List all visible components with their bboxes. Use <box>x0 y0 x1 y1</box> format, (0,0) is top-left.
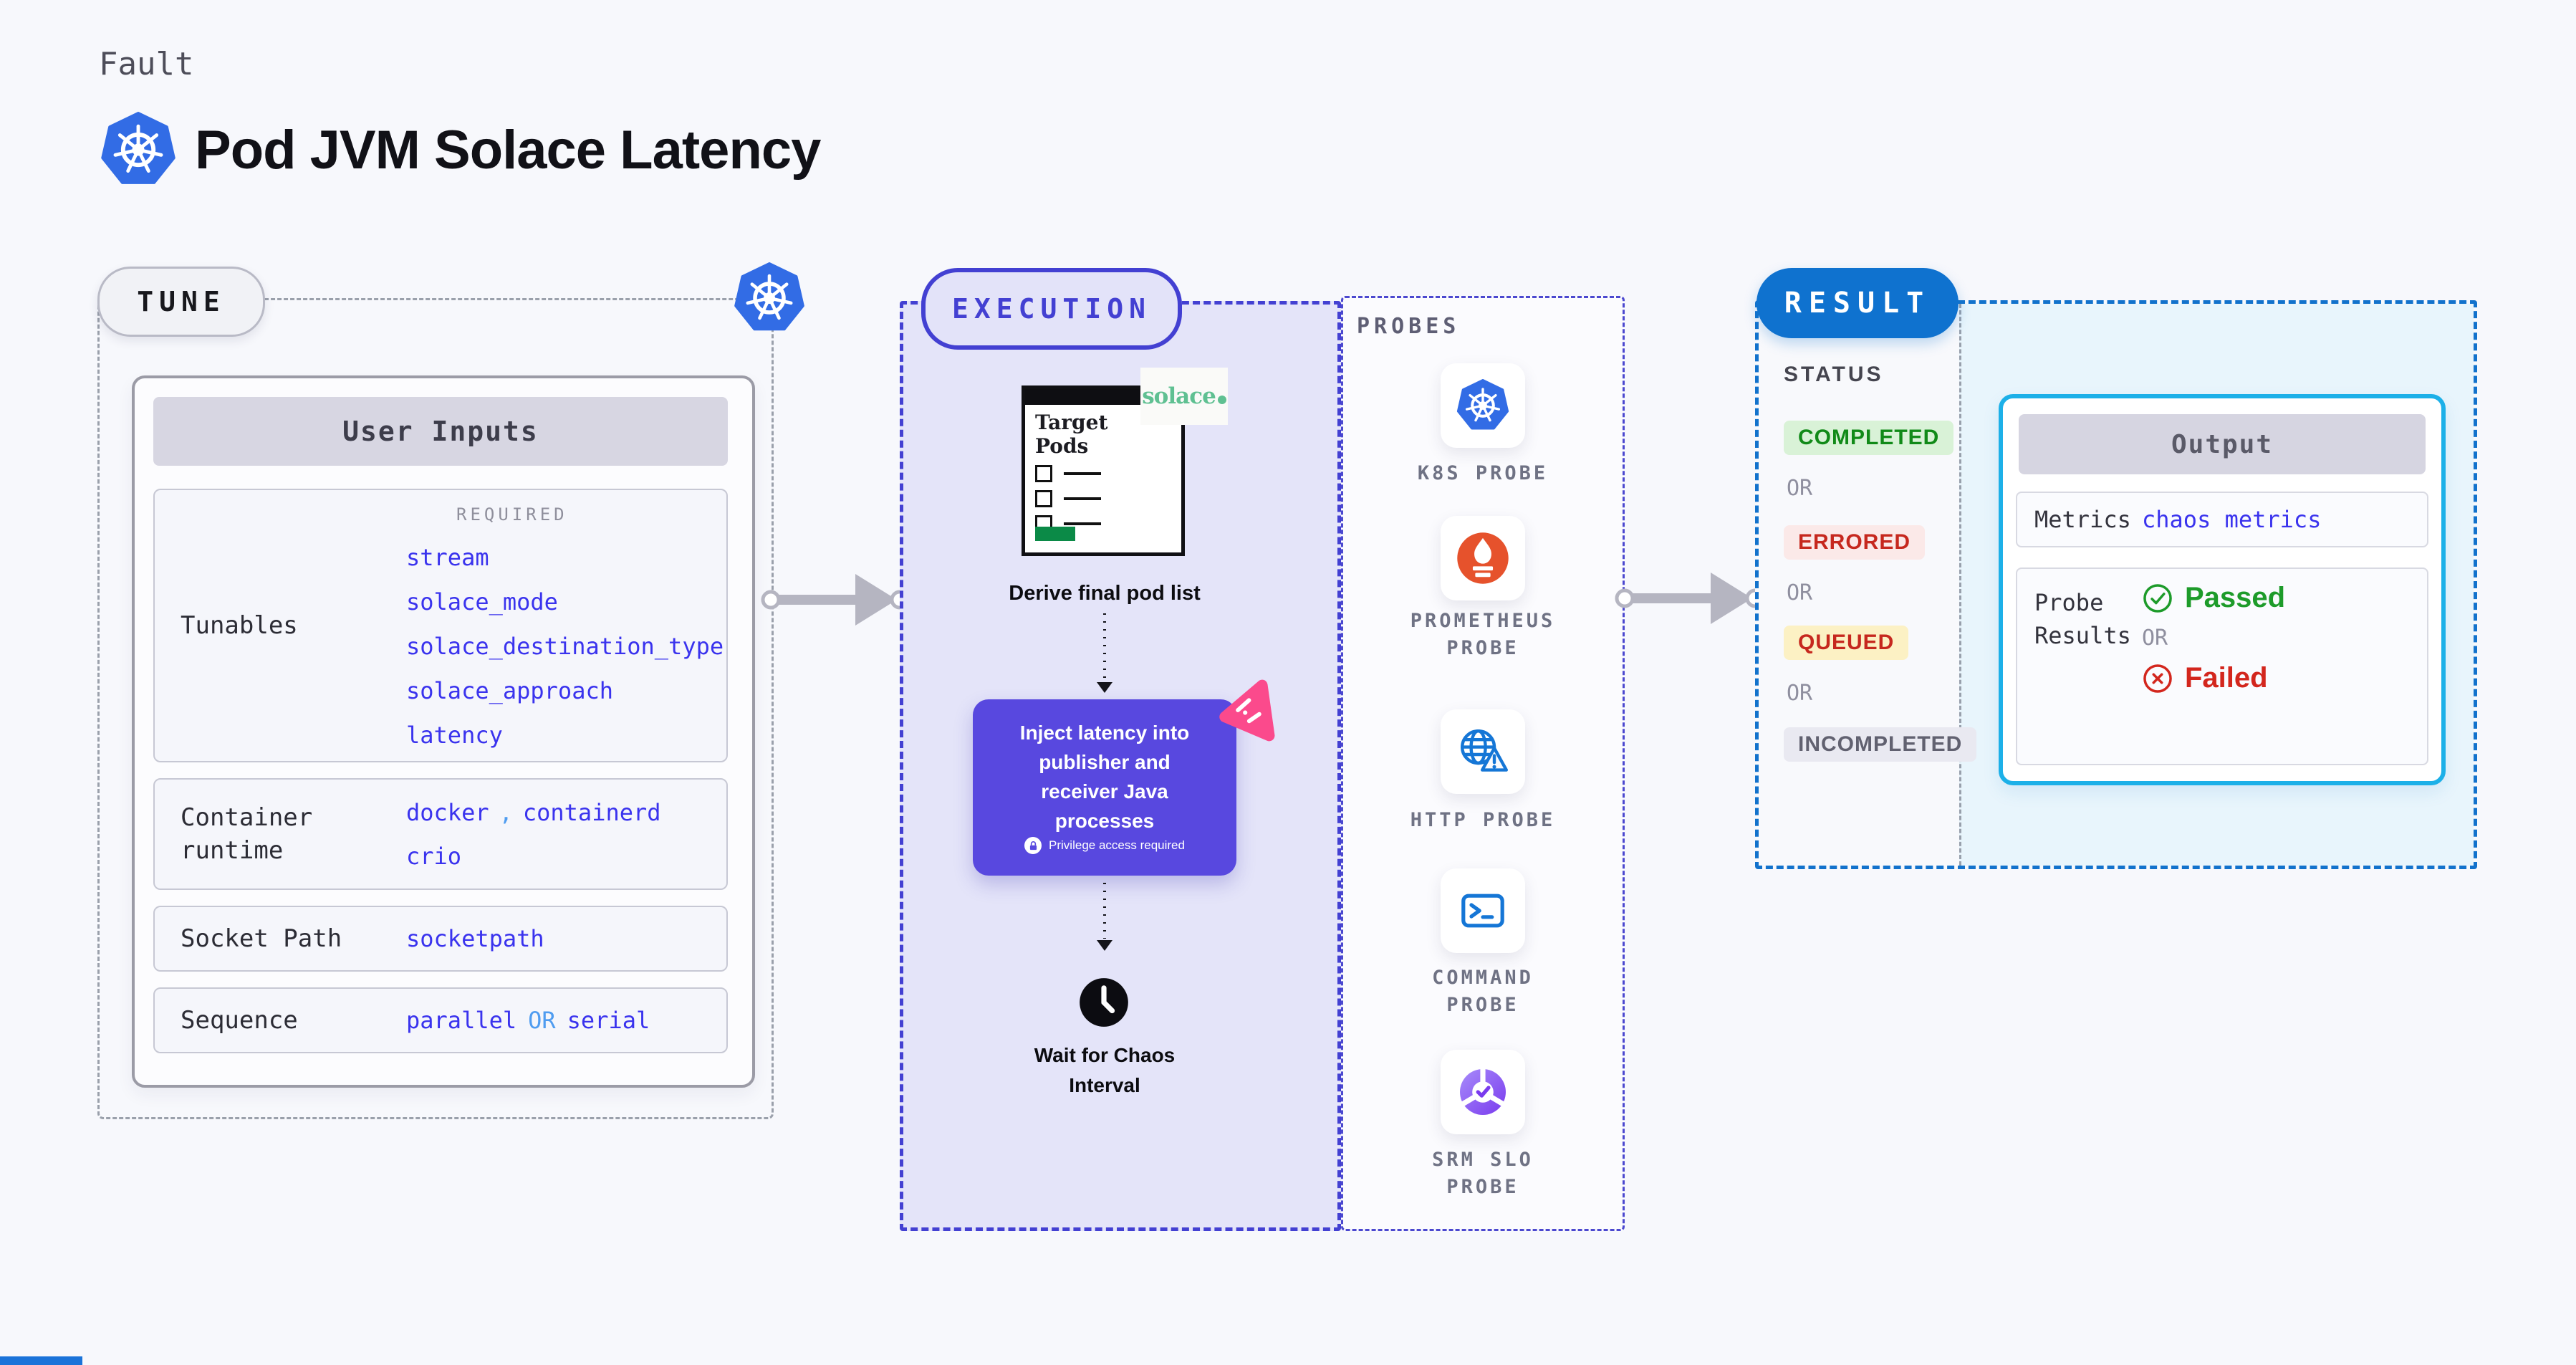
pod-list-item <box>1035 490 1101 507</box>
fault-eyebrow: Fault <box>99 46 194 82</box>
probe-card-command <box>1441 868 1525 953</box>
dotted-connector <box>1097 613 1112 693</box>
socket-path-row: Socket Path socketpath <box>153 906 728 972</box>
http-globe-icon <box>1454 723 1512 780</box>
failed-label: Failed <box>2185 662 2268 694</box>
solace-logo-dot <box>1217 396 1226 404</box>
probe-card-prometheus <box>1441 516 1525 600</box>
status-output-divider <box>1959 304 1961 866</box>
flow-arrow <box>1615 573 1765 624</box>
confirm-button <box>1035 527 1075 541</box>
metrics-value: chaos metrics <box>2142 506 2322 533</box>
page-title: Pod JVM Solace Latency <box>195 119 821 181</box>
probe-card-srm-slo <box>1441 1050 1525 1134</box>
status-or: OR <box>1787 681 1813 706</box>
execution-badge: EXECUTION <box>921 268 1182 350</box>
tunable-value: stream <box>406 544 489 571</box>
flow-arrow <box>761 574 910 626</box>
kubernetes-icon <box>100 112 176 188</box>
wait-step-label: Wait for Chaos Interval <box>1034 1044 1176 1096</box>
chaos-pink-icon <box>1213 678 1282 747</box>
inject-step-card: Inject latency into publisher and receiv… <box>973 699 1236 876</box>
inject-step-label: Inject latency into publisher and receiv… <box>1019 722 1190 832</box>
probe-card-k8s <box>1441 363 1525 448</box>
probes-header: PROBES <box>1357 314 1461 339</box>
tunable-value: solace_mode <box>406 588 558 616</box>
srm-slo-icon <box>1454 1063 1512 1121</box>
metrics-row: Metrics chaos metrics <box>2016 492 2428 547</box>
tunable-value: latency <box>406 722 503 749</box>
terminal-icon <box>1454 882 1512 939</box>
tunables-row: Tunables REQUIRED stream solace_mode sol… <box>153 489 728 762</box>
dotted-connector <box>1097 883 1112 951</box>
clock-icon <box>1078 977 1130 1028</box>
status-badge-errored: ERRORED <box>1784 525 1926 560</box>
lock-icon <box>1024 837 1042 854</box>
solace-logo: solace <box>1140 368 1228 425</box>
tunables-label: Tunables <box>181 611 298 640</box>
derive-step-label: Derive final pod list <box>1009 582 1201 605</box>
tunable-value: solace_approach <box>406 677 613 704</box>
status-or: OR <box>1787 580 1813 605</box>
socket-path-label: Socket Path <box>181 924 342 953</box>
result-or: OR <box>2142 626 2168 651</box>
probe-card-http <box>1441 709 1525 794</box>
footer-accent-bar <box>0 1356 82 1365</box>
socket-path-value: socketpath <box>406 925 544 952</box>
kubernetes-icon <box>734 262 805 334</box>
sequence-value: serial <box>567 1007 650 1034</box>
kubernetes-icon <box>1456 379 1509 432</box>
sequence-label: Sequence <box>181 1006 298 1035</box>
probe-results-row: Probe Results Passed OR Failed <box>2016 567 2428 765</box>
solace-logo-text: solace <box>1142 383 1216 409</box>
prometheus-icon <box>1456 531 1510 585</box>
probe-results-label: Probe Results <box>2034 589 2131 649</box>
tunable-value: solace_destination_type <box>406 633 724 660</box>
checkbox-icon <box>1035 490 1052 507</box>
probe-label: HTTP PROBE <box>1410 809 1556 831</box>
probe-label: COMMAND PROBE <box>1432 967 1534 1016</box>
sequence-value: parallel <box>406 1007 517 1034</box>
passed-result: Passed <box>2142 582 2285 614</box>
runtime-value: crio <box>406 842 462 870</box>
target-pods-title: Target Pods <box>1035 411 1108 458</box>
failed-result: Failed <box>2142 662 2285 694</box>
x-circle-icon <box>2142 663 2173 694</box>
check-circle-icon <box>2142 583 2173 614</box>
status-badge-incompleted: INCOMPLETED <box>1784 727 1977 762</box>
probe-label: PROMETHEUS PROBE <box>1410 610 1556 659</box>
status-header: STATUS <box>1784 363 1884 386</box>
runtime-value: docker <box>406 798 489 826</box>
privilege-note: Privilege access required <box>1049 838 1185 852</box>
metrics-label: Metrics <box>2034 506 2131 533</box>
user-inputs-header: User Inputs <box>153 397 728 466</box>
status-badge-completed: COMPLETED <box>1784 421 1954 455</box>
sequence-or: OR <box>528 1007 556 1034</box>
sequence-row: Sequence parallel OR serial <box>153 987 728 1053</box>
probe-label: K8S PROBE <box>1417 462 1549 484</box>
result-badge: RESULT <box>1756 268 1959 338</box>
output-header: Output <box>2019 414 2426 474</box>
runtime-value: containerd <box>522 798 661 826</box>
required-label: REQUIRED <box>456 504 568 525</box>
container-runtime-row: Container runtime docker , containerd cr… <box>153 778 728 890</box>
runtime-separator: , <box>499 798 513 826</box>
passed-label: Passed <box>2185 582 2286 613</box>
status-or: OR <box>1787 476 1813 501</box>
checkbox-icon <box>1035 465 1052 482</box>
container-runtime-label: Container runtime <box>181 803 313 865</box>
pod-list-item <box>1035 465 1101 482</box>
probe-label: SRM SLO PROBE <box>1432 1149 1534 1198</box>
tune-badge: TUNE <box>97 267 265 337</box>
status-badge-queued: QUEUED <box>1784 626 1909 660</box>
tune-region <box>97 298 774 1119</box>
